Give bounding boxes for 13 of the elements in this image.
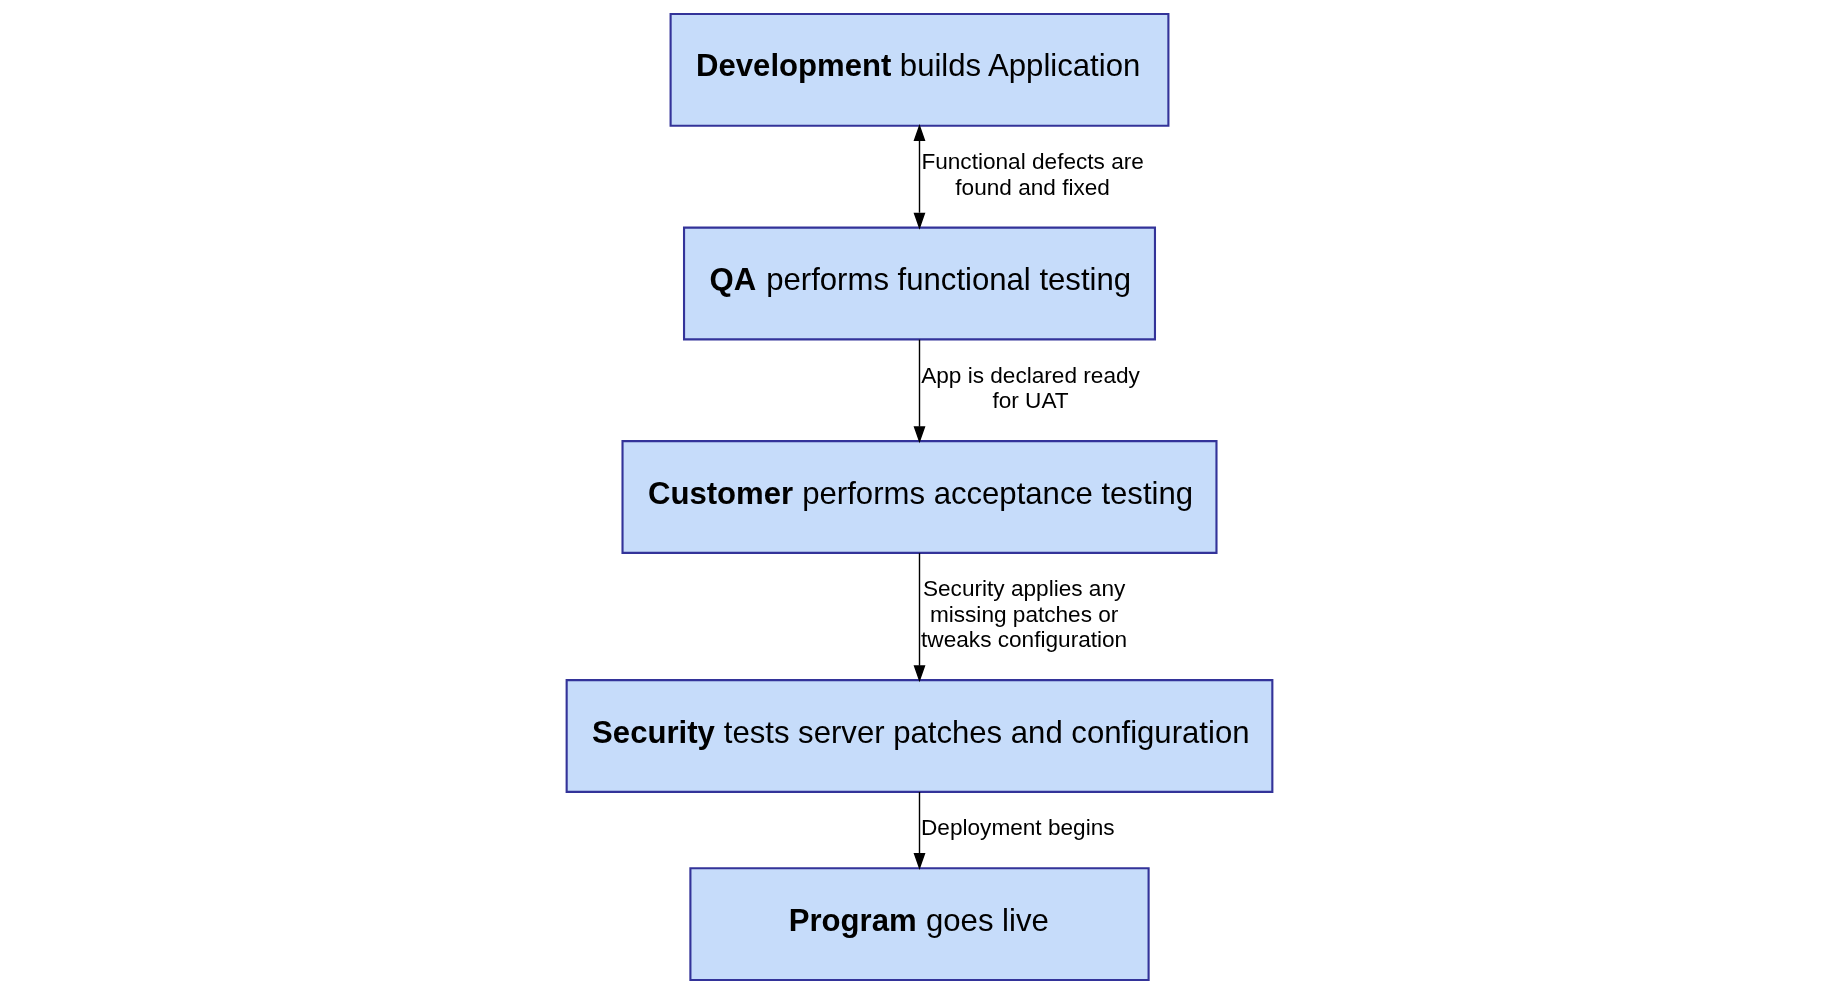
edge-label: Functional defects are found and fixed [921,149,1144,200]
edge-label: App is declared ready for UAT [921,362,1140,414]
arrow [913,791,926,870]
node-box: Customer performs acceptance testing [621,440,1218,554]
arrow [913,338,926,444]
arrow [913,124,926,230]
node-box: QA performs functional testing [683,226,1156,341]
node-box: Security tests server patches and configuration [565,679,1274,793]
edge-label: Security applies any missing patches or tweaks configuration [921,576,1128,653]
arrow [913,552,926,683]
node-box: Program goes live [689,867,1150,981]
node-box: Development builds Application [669,13,1170,127]
edge-label: Deployment begins [921,815,1115,841]
